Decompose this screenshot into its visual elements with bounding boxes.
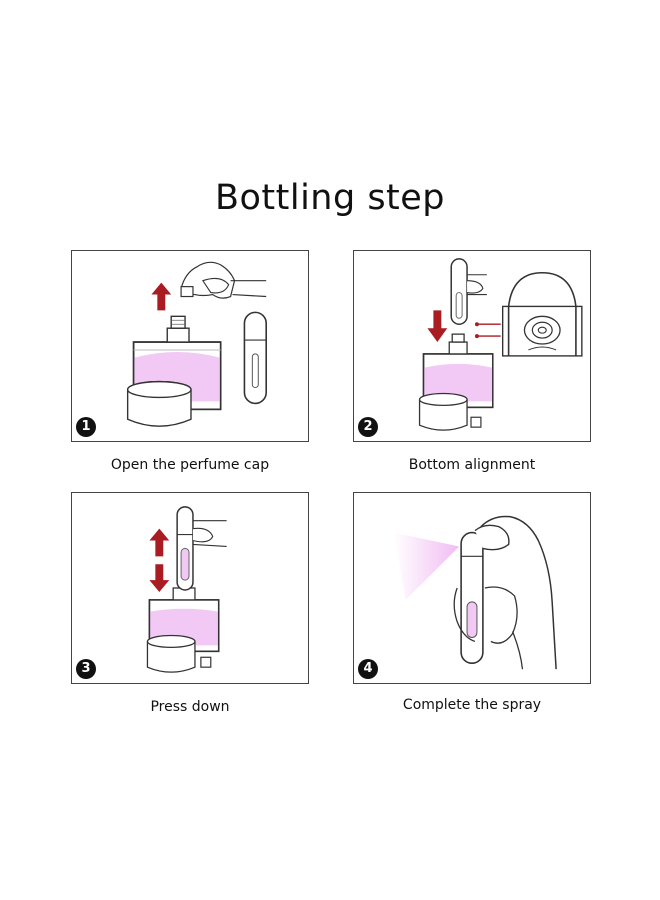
step-2-panel: 2: [353, 250, 591, 442]
step-2-caption: Bottom alignment: [408, 457, 536, 473]
step-number-badge: 4: [358, 659, 378, 679]
bottom-alignment-illustration: [418, 258, 583, 431]
spray-illustration: [393, 515, 557, 670]
step-number-badge: 3: [76, 659, 96, 679]
step-4-panel: 4: [353, 492, 591, 684]
step-3-caption: Press down: [150, 699, 230, 715]
press-down-illustration: [146, 506, 227, 673]
step-number-badge: 1: [76, 417, 96, 437]
step-1-panel: 1: [71, 250, 309, 442]
step-4-caption: Complete the spray: [402, 697, 542, 713]
page-title: Bottling step: [214, 178, 446, 218]
step-3-panel: 3: [71, 492, 309, 684]
open-cap-illustration: [126, 261, 267, 427]
step-1-caption: Open the perfume cap: [110, 457, 270, 473]
step-number-badge: 2: [358, 417, 378, 437]
